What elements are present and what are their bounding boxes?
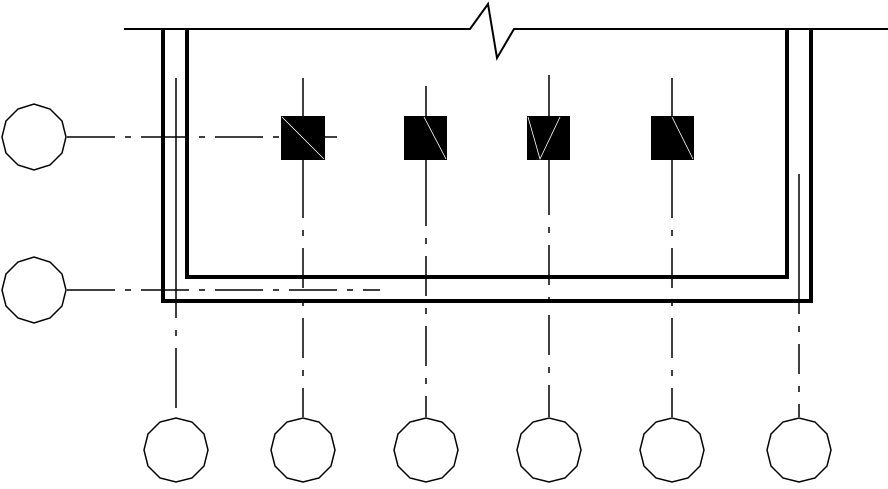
column-bubbles: [143, 417, 832, 483]
column-bubble-5: [639, 417, 705, 483]
column-bubble-3: [393, 417, 459, 483]
structural-column-4: [651, 116, 694, 160]
row-axes: [67, 136, 380, 291]
structural-column-3: [527, 116, 570, 161]
structural-column-2: [404, 116, 447, 160]
column-axes: [175, 75, 800, 417]
row-bubble-upper: [1, 103, 67, 171]
structural-column-1: [281, 116, 325, 160]
column-bubble-2: [270, 417, 336, 483]
outer-wall: [161, 29, 813, 303]
row-bubbles: [1, 103, 67, 324]
column-bubble-6: [766, 417, 832, 483]
column-bubble-1: [143, 417, 209, 483]
top-break-line: [124, 1, 888, 61]
row-bubble-lower: [1, 256, 67, 324]
column-bubble-4: [516, 417, 582, 483]
structural-columns: [281, 116, 694, 161]
inner-wall: [185, 29, 789, 279]
